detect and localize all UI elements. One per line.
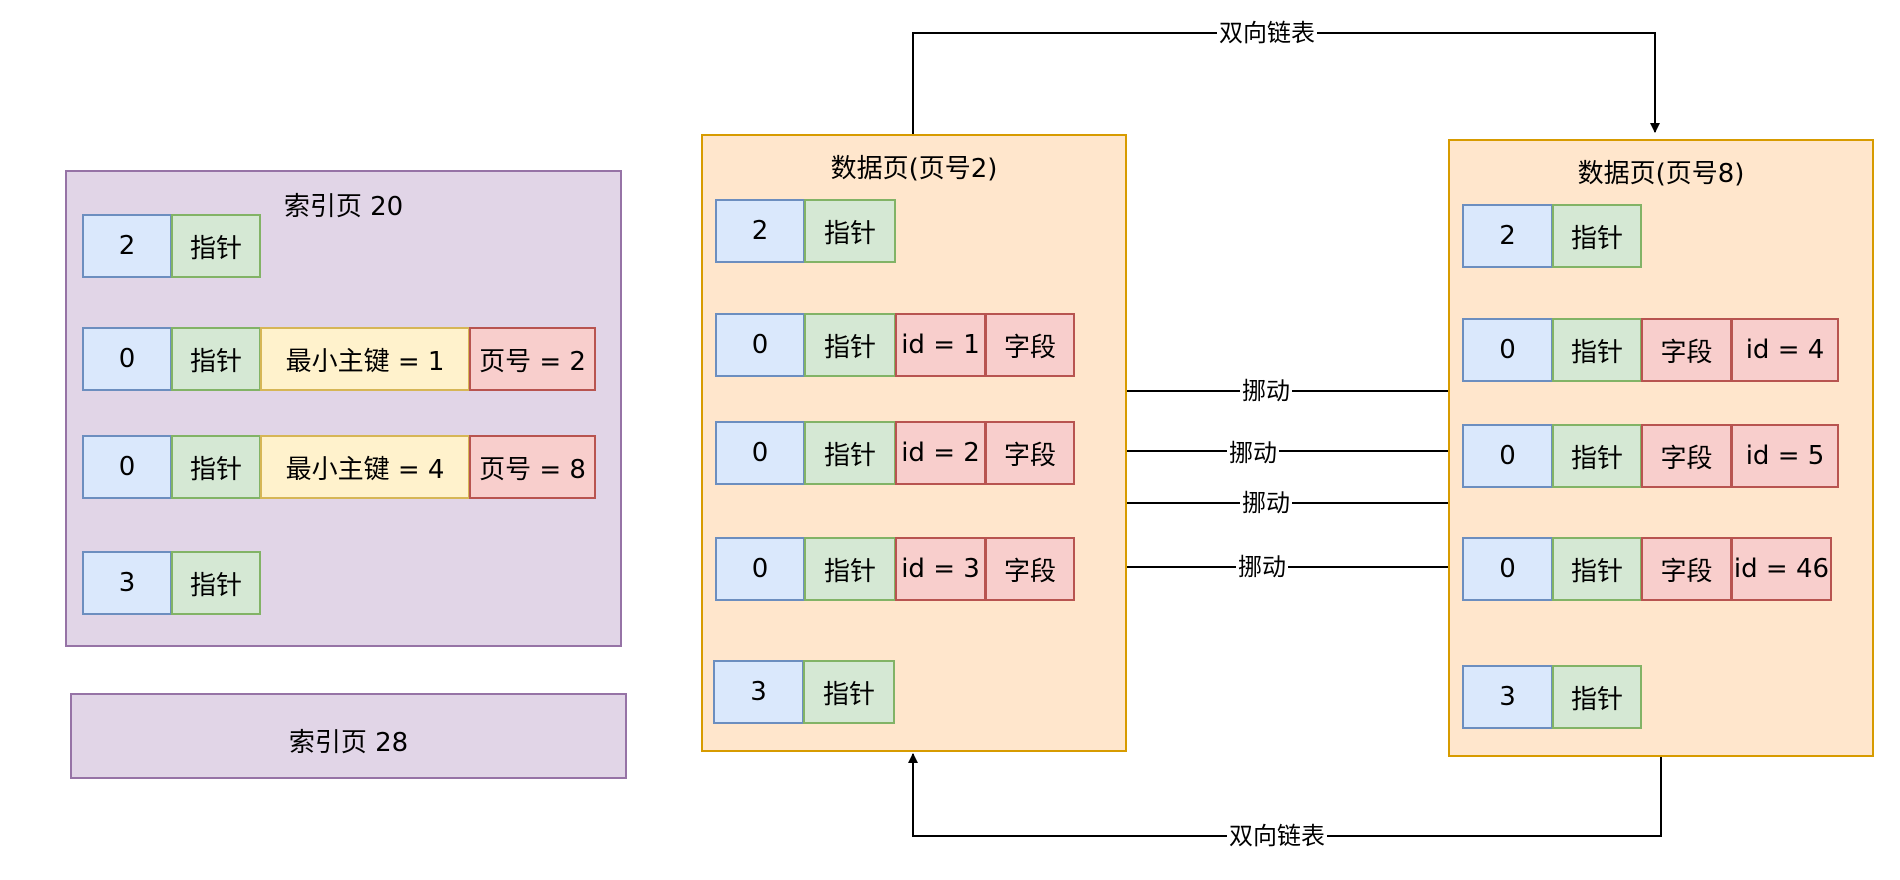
page8-row5-pointer: 指针: [1552, 665, 1642, 729]
page8-row4-field: 字段: [1641, 537, 1732, 601]
page8-row1-key: 2: [1462, 204, 1553, 268]
page8-row4-pointer: 指针: [1552, 537, 1642, 601]
index-row4-key: 3: [82, 551, 172, 615]
page2-row2-pointer: 指针: [804, 313, 896, 377]
index-page-28: 索引页 28: [70, 693, 627, 779]
page8-row2-id: id = 4: [1731, 318, 1839, 382]
index-row3-min-key: 最小主键 = 4: [260, 435, 470, 499]
page2-row2-field: 字段: [985, 313, 1075, 377]
page8-row4-id: id = 46: [1731, 537, 1832, 601]
page8-row3-pointer: 指针: [1552, 424, 1642, 488]
page8-row4-key: 0: [1462, 537, 1553, 601]
index-page-20-title: 索引页 20: [283, 192, 404, 222]
page8-row3-key: 0: [1462, 424, 1553, 488]
page2-row3-key: 0: [715, 421, 805, 485]
page2-row1-pointer: 指针: [804, 199, 896, 263]
page2-row3-id: id = 2: [895, 421, 986, 485]
bottom-linked-list-label: 双向链表: [1227, 822, 1327, 850]
index-row2-pointer: 指针: [171, 327, 261, 391]
page2-row1-key: 2: [715, 199, 805, 263]
page8-row2-pointer: 指针: [1552, 318, 1642, 382]
page2-row4-key: 0: [715, 537, 805, 601]
page2-row5-pointer: 指针: [803, 660, 895, 724]
index-row3-page-no: 页号 = 8: [469, 435, 596, 499]
page8-row3-field: 字段: [1641, 424, 1732, 488]
page8-row2-key: 0: [1462, 318, 1553, 382]
page2-row4-field: 字段: [985, 537, 1075, 601]
index-row3-pointer: 指针: [171, 435, 261, 499]
page8-row2-field: 字段: [1641, 318, 1732, 382]
index-page-28-title: 索引页 28: [288, 728, 409, 758]
move-label-3: 挪动: [1240, 489, 1292, 517]
index-row2-min-key: 最小主键 = 1: [260, 327, 470, 391]
index-row3-key: 0: [82, 435, 172, 499]
move-label-1: 挪动: [1240, 377, 1292, 405]
page8-row3-id: id = 5: [1731, 424, 1839, 488]
index-row4-pointer: 指针: [171, 551, 261, 615]
move-label-4: 挪动: [1236, 553, 1288, 581]
index-row1-key: 2: [82, 214, 172, 278]
page8-row5-key: 3: [1462, 665, 1553, 729]
data-page-8-title: 数据页(页号8): [1577, 159, 1745, 189]
page2-row4-pointer: 指针: [804, 537, 896, 601]
top-linked-list-edge: [912, 32, 1660, 134]
page2-row5-key: 3: [713, 660, 804, 724]
top-linked-list-label: 双向链表: [1217, 19, 1317, 47]
index-row2-page-no: 页号 = 2: [469, 327, 596, 391]
page2-row2-key: 0: [715, 313, 805, 377]
page2-row3-pointer: 指针: [804, 421, 896, 485]
data-page-2-title: 数据页(页号2): [830, 154, 998, 184]
move-label-2: 挪动: [1227, 439, 1279, 467]
page2-row4-id: id = 3: [895, 537, 986, 601]
index-row1-pointer: 指针: [171, 214, 261, 278]
page8-row1-pointer: 指针: [1552, 204, 1642, 268]
index-row2-key: 0: [82, 327, 172, 391]
page2-row3-field: 字段: [985, 421, 1075, 485]
page2-row2-id: id = 1: [895, 313, 986, 377]
